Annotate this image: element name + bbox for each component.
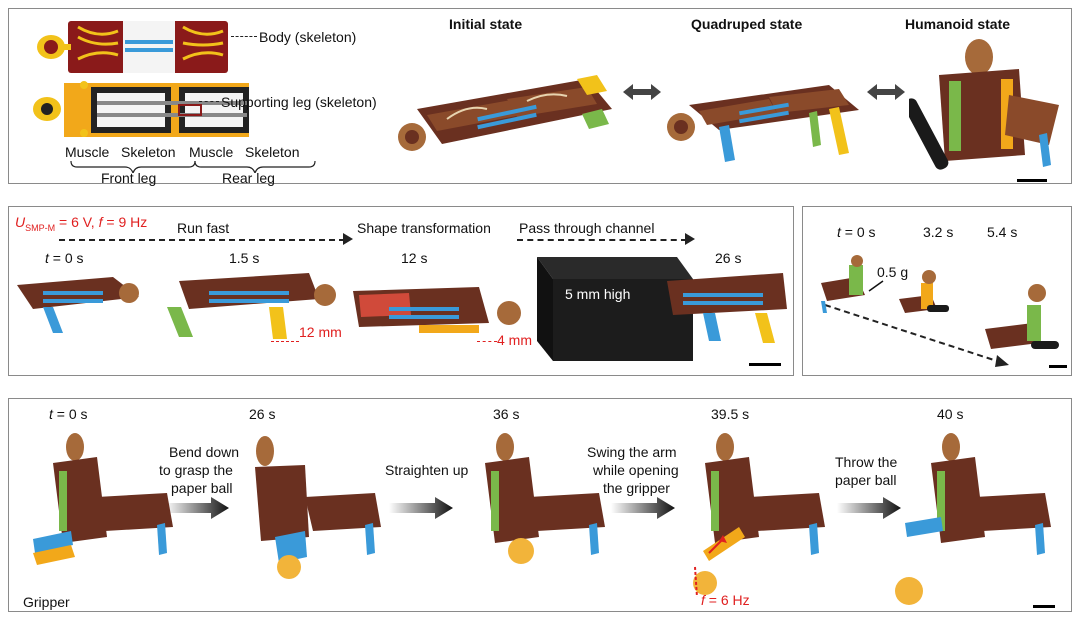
muscle-label-rear: Muscle — [189, 144, 234, 160]
height-12-line — [271, 341, 299, 342]
run-fast-arrowhead — [343, 233, 353, 245]
throw-time-0-value: = 0 s — [52, 406, 88, 422]
step4-line1: Throw the — [835, 454, 898, 470]
voltage-subscript: SMP-M — [25, 222, 56, 233]
throw-time-4-label: 40 s — [937, 406, 964, 422]
scale-bar-middle — [749, 363, 781, 366]
throw-time-0-var: t — [49, 406, 53, 422]
load-time-0-var: t — [837, 224, 841, 240]
exiting-robot-image — [667, 273, 787, 343]
scale-bar-right — [1049, 365, 1067, 368]
step-arrow-1 — [165, 497, 229, 519]
throw-time-0-label: t = 0 s — [49, 407, 88, 421]
front-leg-label: Front leg — [101, 170, 157, 186]
body-skeleton-diagram — [37, 21, 228, 73]
leg-skeleton-diagram — [33, 81, 249, 137]
throw-time-1-label: 26 s — [249, 406, 276, 422]
step3-line1: Swing the arm — [587, 444, 677, 460]
voltage-symbol: U — [15, 214, 26, 230]
load-time-0-value: = 0 s — [840, 224, 876, 240]
scale-bar-bottom — [1033, 605, 1055, 608]
block-height-label: 5 mm high — [565, 286, 631, 302]
supporting-leg-leader-line — [199, 101, 219, 102]
step-arrow-2 — [389, 497, 453, 519]
swing-frequency-value: = 6 Hz — [704, 592, 750, 608]
shape-transformation-label: Shape transformation — [357, 220, 491, 236]
height-4-line — [477, 341, 497, 342]
time-1-label: 1.5 s — [229, 250, 260, 266]
scale-bar-top — [1017, 179, 1047, 182]
double-arrow-2 — [867, 84, 905, 100]
load-mass-label: 0.5 g — [877, 264, 909, 280]
pass-channel-label: Pass through channel — [519, 220, 655, 236]
skeleton-label-rear: Skeleton — [245, 144, 300, 160]
middle-panel-locomotion: USMP-M = 6 V, f = 9 Hz Run fast Shape tr… — [8, 206, 794, 376]
run-fast-arrow-line — [59, 239, 345, 241]
humanoid-state-title: Humanoid state — [905, 16, 1011, 32]
running-robot-image-1 — [167, 273, 336, 339]
bottom-panel-throwing: t = 0 s 26 s 36 s 39.5 s 40 s Bend down … — [8, 398, 1072, 612]
rear-leg-label: Rear leg — [222, 170, 275, 186]
quadruped-state-robot-image — [667, 85, 859, 162]
pass-channel-arrow-line — [517, 239, 687, 241]
time-0-var: t — [45, 250, 49, 266]
throw-robot-image-0 — [33, 433, 173, 565]
load-time-2-label: 5.4 s — [987, 224, 1018, 240]
throw-robot-image-2 — [485, 433, 605, 564]
humanoid-state-robot-image — [909, 39, 1059, 170]
body-leader-line — [231, 36, 257, 37]
time-0-value: = 0 s — [48, 250, 84, 266]
step1-line3: paper ball — [171, 480, 233, 496]
step4-line2: paper ball — [835, 472, 897, 488]
step3-line3: the gripper — [603, 480, 670, 496]
step3-line2: while opening — [593, 462, 679, 478]
throw-robot-image-3 — [693, 433, 825, 597]
step1-line1: Bend down — [169, 444, 240, 460]
leg-group-braces — [70, 160, 316, 173]
gripper-label: Gripper — [23, 594, 70, 610]
load-time-1-label: 3.2 s — [923, 224, 954, 240]
run-fast-label: Run fast — [177, 220, 230, 236]
height-12-label: 12 mm — [299, 324, 342, 340]
step2-label: Straighten up — [385, 462, 469, 478]
middle-panel-load-carrying: t = 0 s 3.2 s 5.4 s 0.5 g — [802, 206, 1072, 376]
swing-frequency-var: f — [701, 592, 705, 608]
throw-robot-image-1 — [255, 436, 381, 579]
step1-line2: to grasp the — [159, 462, 233, 478]
swing-frequency-label: f = 6 Hz — [701, 593, 750, 607]
throw-robot-image-4 — [895, 433, 1051, 605]
load-carrying-robots-image — [821, 255, 1059, 367]
frequency-symbol: f — [98, 214, 103, 230]
supporting-leg-label: Supporting leg (skeleton) — [221, 94, 377, 110]
muscle-label-front: Muscle — [65, 144, 110, 160]
throw-time-2-label: 36 s — [493, 406, 520, 422]
time-2-label: 12 s — [401, 250, 428, 266]
load-time-0-label: t = 0 s — [837, 225, 876, 239]
quadruped-state-title: Quadruped state — [691, 16, 803, 32]
height-4-label: 4 mm — [497, 332, 532, 348]
frequency-value: = 9 Hz — [102, 214, 148, 230]
step-arrow-3 — [611, 497, 675, 519]
pass-channel-arrowhead — [685, 233, 695, 245]
skeleton-label-front: Skeleton — [121, 144, 176, 160]
step-arrow-4 — [837, 497, 901, 519]
time-3-label: 26 s — [715, 250, 742, 266]
initial-state-robot-image — [398, 75, 612, 151]
voltage-value: = 6 V, — [55, 214, 99, 230]
body-label: Body (skeleton) — [259, 29, 357, 45]
condition-label: USMP-M = 6 V, f = 9 Hz — [15, 215, 147, 233]
transformed-robot-image — [353, 287, 521, 333]
initial-state-title: Initial state — [449, 16, 523, 32]
top-panel: Body (skeleton) Supporting leg (skeleton… — [8, 8, 1072, 186]
time-0-label: t = 0 s — [45, 251, 84, 265]
throw-time-3-label: 39.5 s — [711, 406, 750, 422]
running-robot-image-0 — [17, 277, 139, 333]
double-arrow-1 — [623, 84, 661, 100]
